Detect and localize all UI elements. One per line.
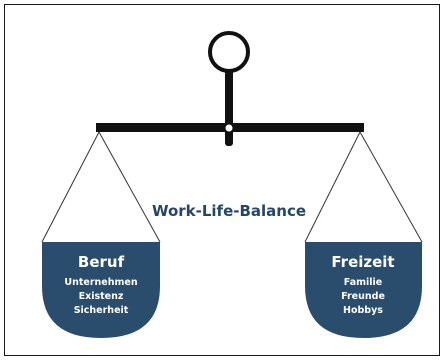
right-pan-item: Familie [344, 277, 382, 288]
left-string-outer [41, 131, 100, 243]
right-pan [305, 242, 422, 338]
left-string-inner [98, 131, 161, 243]
left-pan [42, 242, 160, 338]
scale-stem [225, 70, 233, 146]
scale-pivot [225, 124, 233, 132]
diagram-title: Work-Life-Balance [152, 202, 306, 220]
right-string-inner [304, 131, 361, 243]
left-pan-item: Sicherheit [74, 305, 129, 316]
left-pan-heading: Beruf [78, 253, 125, 271]
right-pan-item: Hobbys [343, 305, 383, 316]
right-pan-item: Freunde [341, 291, 385, 302]
right-string-outer [359, 131, 423, 243]
left-pan-item: Unternehmen [64, 277, 137, 288]
left-pan-item: Existenz [79, 291, 124, 302]
right-pan-heading: Freizeit [331, 253, 394, 271]
scale-ring-icon [208, 31, 250, 73]
